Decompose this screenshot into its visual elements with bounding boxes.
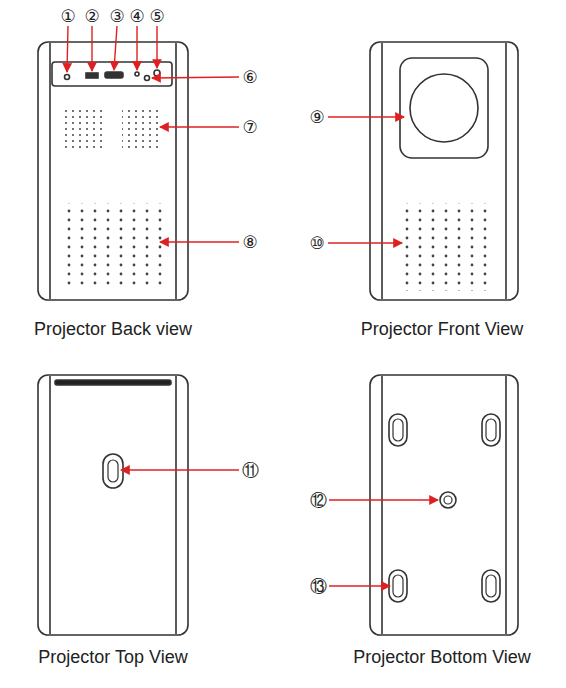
top-housing xyxy=(38,375,188,635)
callout-number: ⑥ xyxy=(242,68,257,87)
callout-number: ⑬ xyxy=(310,577,327,596)
small-grill xyxy=(64,108,104,150)
port-3 xyxy=(105,72,123,78)
port-6 xyxy=(145,76,150,81)
foot-slot xyxy=(389,414,500,602)
top-bar xyxy=(55,380,171,385)
lens-frame xyxy=(400,58,488,158)
lens xyxy=(410,74,478,142)
port-4 xyxy=(135,72,139,76)
callout-number: ③ xyxy=(109,7,124,26)
port-1 xyxy=(65,75,70,80)
front-housing xyxy=(370,42,518,300)
tripod-hole xyxy=(440,492,456,508)
callout-number: ⑫ xyxy=(310,491,327,510)
view-caption: Projector Back view xyxy=(34,320,192,340)
leader-lines xyxy=(67,26,438,586)
small-grill xyxy=(122,108,162,150)
callout-number: ⑧ xyxy=(242,233,257,252)
callout-number: ⑦ xyxy=(242,118,257,137)
power-button-inner xyxy=(108,460,118,482)
callout-number: ⑤ xyxy=(149,7,164,26)
speaker-grill xyxy=(398,203,492,291)
callout-number: ② xyxy=(84,7,99,26)
view-caption: Projector Top View xyxy=(38,648,187,668)
port-panel xyxy=(52,62,172,86)
back-housing xyxy=(38,42,188,300)
callout-number: ⑪ xyxy=(242,461,259,480)
power-button xyxy=(103,454,123,488)
speaker-grill xyxy=(64,203,164,288)
callout-number: ① xyxy=(60,7,75,26)
port-5 xyxy=(154,70,160,76)
view-caption: Projector Front View xyxy=(361,320,524,340)
tripod-hole-inner xyxy=(444,496,452,504)
callout-number: ⑩ xyxy=(309,234,324,253)
bottom-housing xyxy=(370,375,518,635)
callout-number: ④ xyxy=(129,7,144,26)
port-2 xyxy=(86,73,98,78)
view-caption: Projector Bottom View xyxy=(353,648,531,668)
callout-number: ⑨ xyxy=(309,108,324,127)
